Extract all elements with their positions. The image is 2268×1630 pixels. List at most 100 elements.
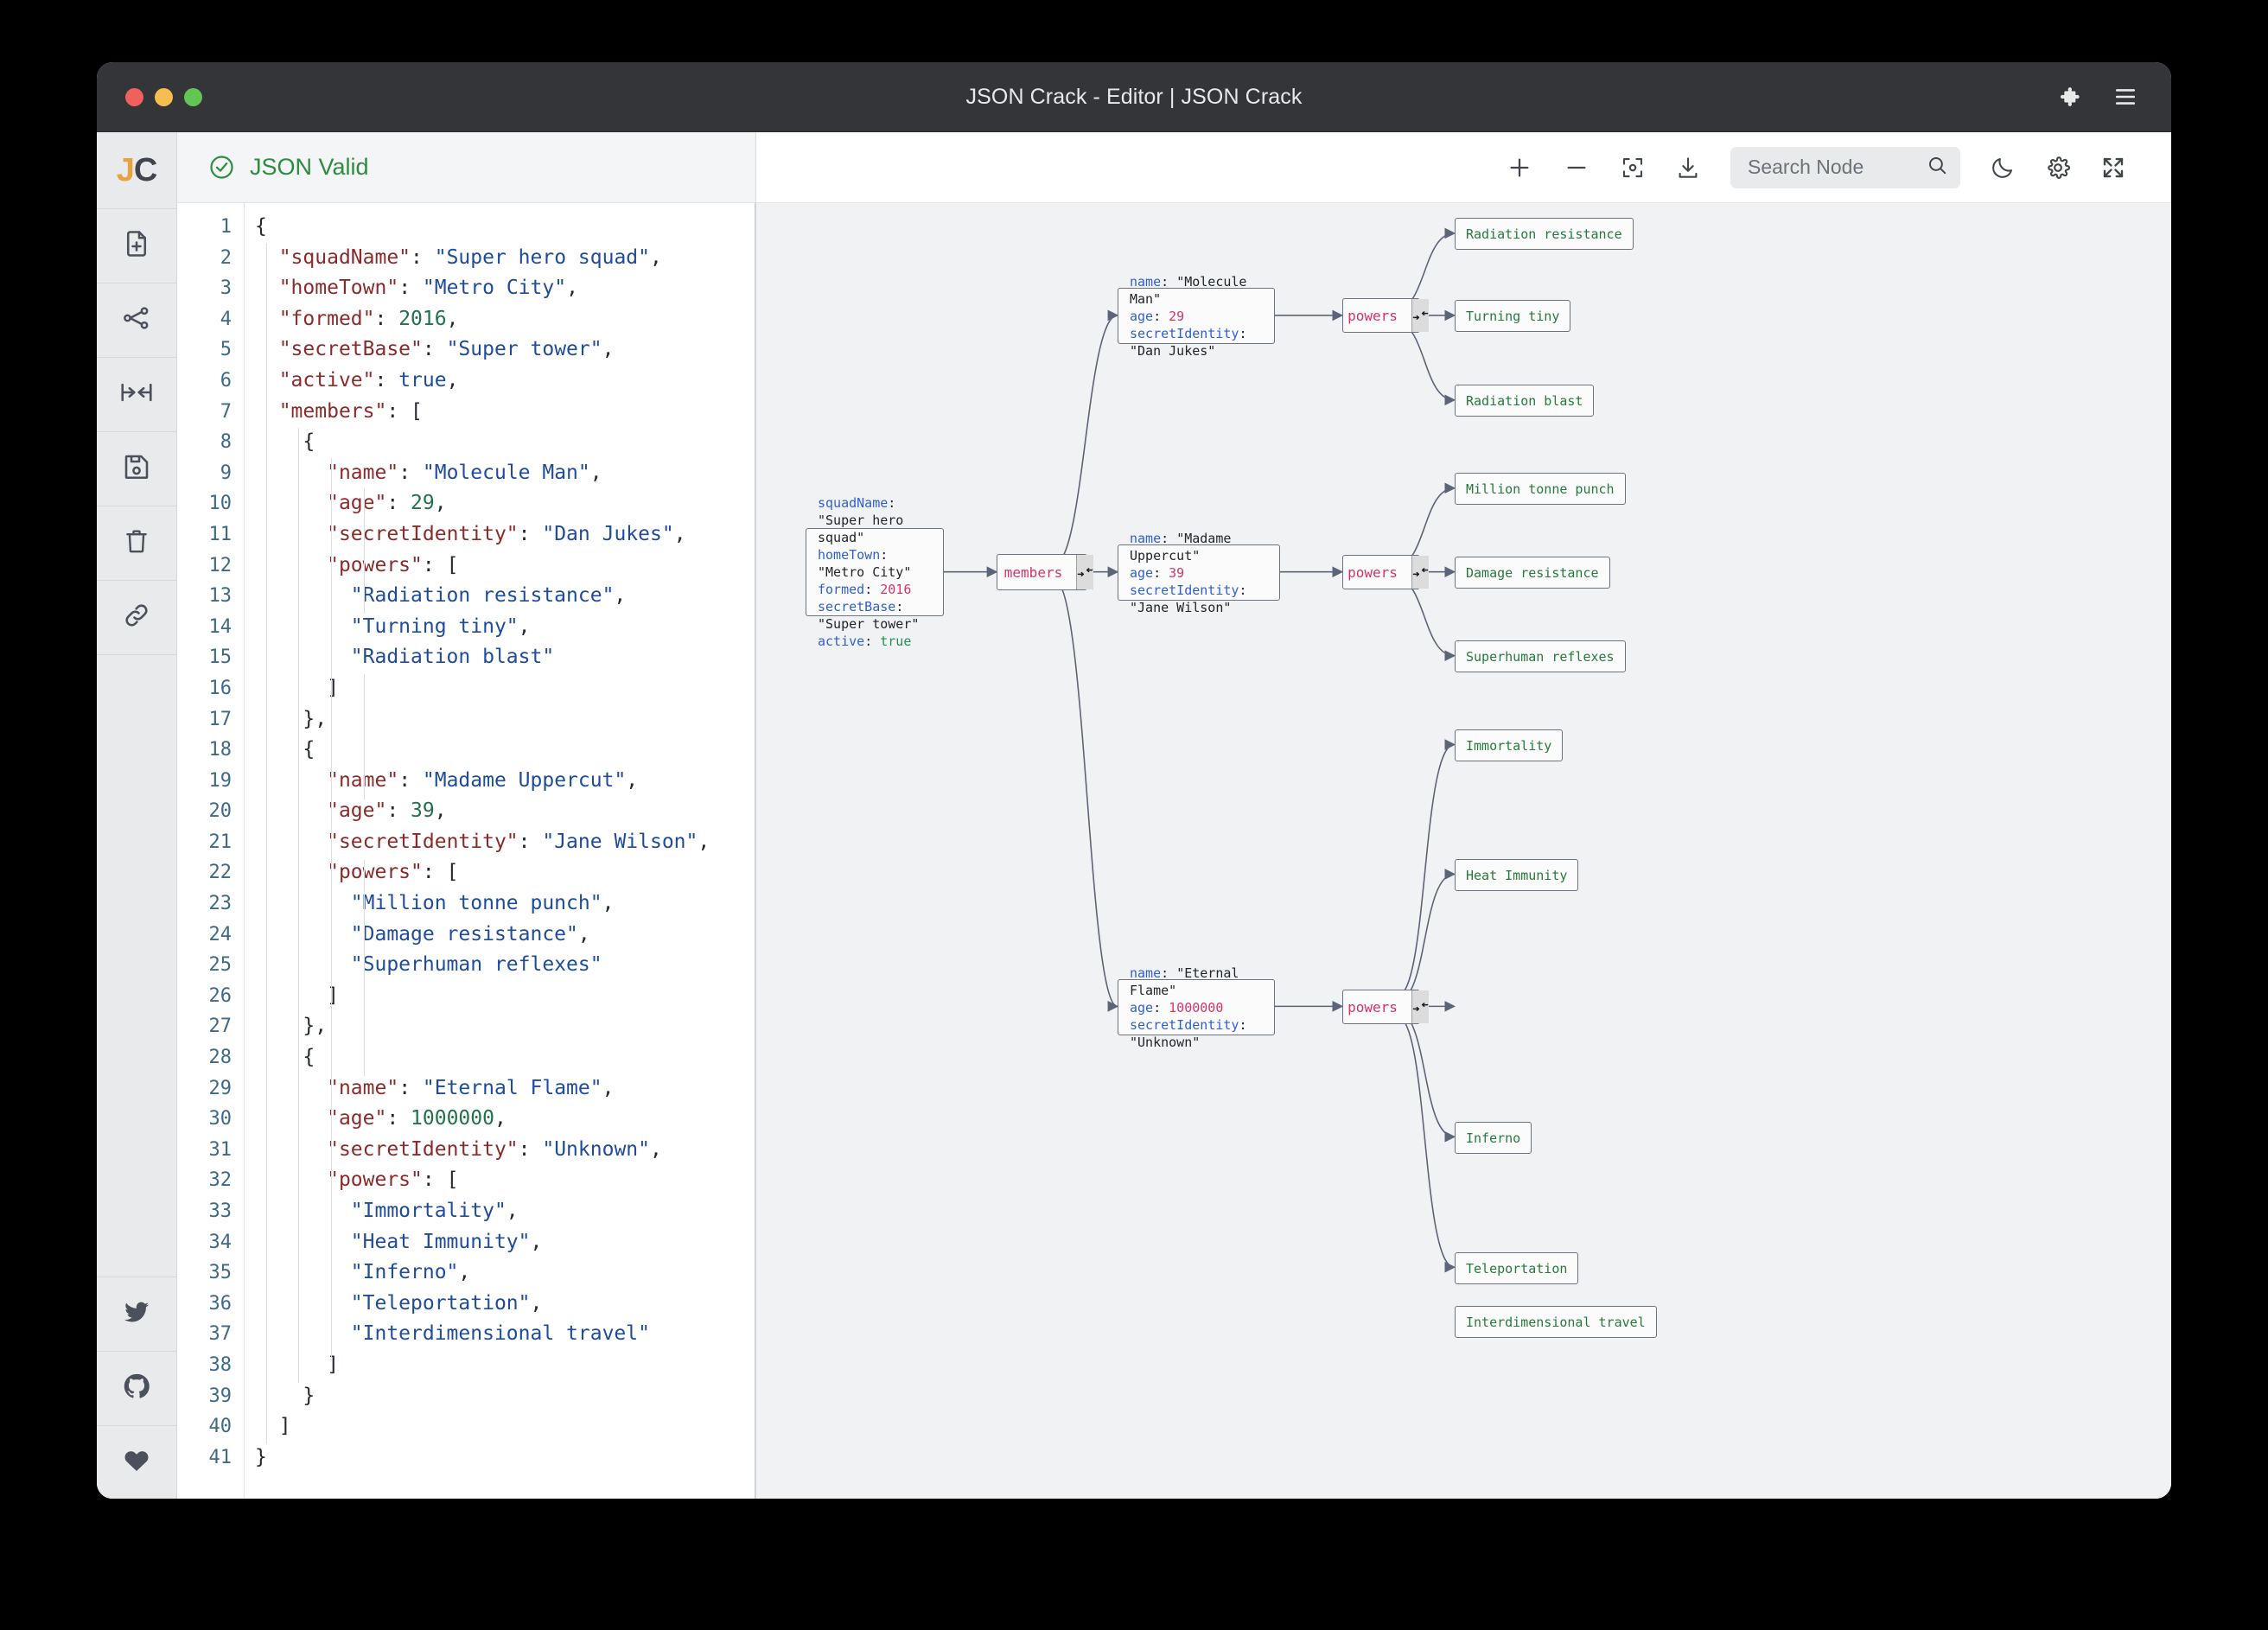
code-line: "homeTown": "Metro City",	[278, 277, 578, 300]
gear-icon[interactable]	[2045, 155, 2071, 181]
graph-leaf-node[interactable]: Turning tiny	[1455, 300, 1571, 332]
hamburger-menu-icon[interactable]	[2114, 87, 2137, 106]
line-number: 21	[208, 831, 233, 853]
line-number: 23	[208, 893, 233, 915]
sidebar-item-new-document[interactable]	[97, 209, 176, 283]
zoom-in-button[interactable]	[1506, 154, 1533, 181]
code-line: {	[255, 215, 267, 238]
sidebar-item-github[interactable]	[97, 1351, 176, 1425]
node-label: powers	[1347, 307, 1398, 324]
line-number: 11	[208, 523, 233, 545]
line-number: 3	[220, 277, 232, 300]
download-icon[interactable]	[1675, 155, 1701, 181]
collapse-toggle-icon[interactable]	[1076, 555, 1094, 589]
node-row: secretIdentity: "Unknown"	[1130, 1016, 1247, 1050]
node-row: name: "Eternal Flame"	[1130, 965, 1239, 998]
sidebar-item-link[interactable]	[97, 581, 176, 655]
code-line: "Inferno",	[350, 1261, 471, 1284]
sidebar-item-save[interactable]	[97, 432, 176, 506]
collapse-toggle-icon[interactable]	[1411, 990, 1429, 1023]
json-validity-label: JSON Valid	[250, 154, 369, 180]
indent-guide	[364, 674, 365, 799]
graph-node-powers-3[interactable]: powers	[1342, 990, 1429, 1024]
code-line: ]	[255, 1353, 339, 1376]
puzzle-icon[interactable]	[2061, 86, 2083, 108]
sidebar-item-support[interactable]	[97, 1425, 176, 1499]
graph-pane: squadName: "Super hero squad" homeTown: …	[756, 132, 2171, 1499]
graph-leaf-node[interactable]: Radiation blast	[1455, 385, 1595, 417]
graph-leaf-node[interactable]: Interdimensional travel	[1455, 1306, 1657, 1338]
graph-node-member-3[interactable]: name: "Eternal Flame" age: 1000000 secre…	[1118, 965, 1275, 1050]
code-line: "powers": [	[327, 1168, 459, 1192]
graph-node-powers-1[interactable]: powers	[1342, 298, 1429, 333]
code-content[interactable]: { "squadName": "Super hero squad", "home…	[245, 203, 755, 1499]
graph-leaf-node[interactable]: Inferno	[1455, 1122, 1532, 1154]
code-line: "squadName": "Super hero squad",	[278, 245, 662, 269]
graph-leaf-node[interactable]: Million tonne punch	[1455, 473, 1626, 505]
sidebar-item-share-graph[interactable]	[97, 283, 176, 358]
code-line: "powers": [	[327, 861, 459, 884]
link-icon	[122, 601, 151, 634]
code-line: ]	[255, 676, 339, 699]
window-title: JSON Crack - Editor | JSON Crack	[965, 84, 1303, 109]
sidebar-item-collapse[interactable]	[97, 358, 176, 432]
graph-leaf-node[interactable]: Superhuman reflexes	[1455, 640, 1626, 672]
line-number: 14	[208, 615, 233, 638]
line-number: 8	[220, 431, 232, 454]
code-line: "age": 29,	[327, 492, 447, 515]
node-row: name: "Molecule Man"	[1130, 273, 1247, 307]
line-number: 39	[208, 1385, 233, 1407]
line-number: 30	[208, 1108, 233, 1130]
search-input[interactable]	[1746, 155, 1919, 180]
graph-leaf-node[interactable]: Damage resistance	[1455, 557, 1610, 589]
line-number: 29	[208, 1077, 233, 1099]
node-row: name: "Madame Uppercut"	[1130, 530, 1232, 563]
line-number: 4	[220, 308, 232, 330]
line-number: 34	[208, 1231, 233, 1253]
code-line: "age": 1000000,	[327, 1107, 506, 1130]
node-label: members	[1003, 563, 1063, 581]
code-line: "Damage resistance",	[350, 922, 590, 946]
code-line: "active": true,	[278, 368, 459, 392]
collapse-toggle-icon[interactable]	[1411, 556, 1429, 589]
line-number: 18	[208, 739, 233, 761]
close-window-button[interactable]	[125, 87, 143, 106]
collapse-toggle-icon[interactable]	[1411, 299, 1429, 332]
indent-guide	[364, 860, 365, 1076]
search-icon[interactable]	[1926, 154, 1948, 181]
focus-center-icon[interactable]	[1620, 155, 1646, 181]
graph-leaf-node[interactable]: Radiation resistance	[1455, 218, 1634, 250]
line-number: 16	[208, 677, 233, 699]
graph-node-root[interactable]: squadName: "Super hero squad" homeTown: …	[806, 495, 944, 649]
moon-icon[interactable]	[1990, 155, 2016, 181]
fullscreen-icon[interactable]	[2100, 155, 2126, 181]
code-line: "Interdimensional travel"	[350, 1322, 650, 1346]
app-window: JSON Crack - Editor | JSON Crack JC	[97, 62, 2171, 1499]
graph-leaf-node[interactable]: Heat Immunity	[1455, 859, 1579, 891]
jsoncrack-logo[interactable]: JC	[97, 132, 176, 209]
code-line: }	[255, 1445, 267, 1468]
line-number: 9	[220, 462, 232, 484]
graph-leaf-node[interactable]: Teleportation	[1455, 1252, 1579, 1284]
code-line: "Superhuman reflexes"	[350, 953, 602, 977]
graph-node-member-1[interactable]: name: "Molecule Man" age: 29 secretIdent…	[1118, 274, 1275, 359]
zoom-out-button[interactable]	[1563, 154, 1590, 181]
node-label: powers	[1347, 563, 1398, 581]
minimize-window-button[interactable]	[155, 87, 173, 106]
json-validity-bar: JSON Valid	[177, 132, 755, 203]
graph-toolbar	[756, 132, 2171, 203]
line-number: 41	[208, 1446, 233, 1468]
graph-node-members[interactable]: members	[997, 554, 1094, 590]
search-node-box[interactable]	[1730, 146, 1960, 188]
graph-leaf-node[interactable]: Immortality	[1455, 729, 1564, 761]
node-row: secretIdentity: "Jane Wilson"	[1130, 582, 1247, 615]
code-line: "members": [	[278, 399, 423, 423]
graph-node-powers-2[interactable]: powers	[1342, 555, 1429, 589]
code-line: "Million tonne punch",	[350, 892, 615, 915]
graph-node-member-2[interactable]: name: "Madame Uppercut" age: 39 secretId…	[1118, 531, 1280, 615]
maximize-window-button[interactable]	[184, 87, 202, 106]
sidebar-item-twitter[interactable]	[97, 1277, 176, 1351]
sidebar-item-delete[interactable]	[97, 506, 176, 581]
graph-canvas[interactable]: squadName: "Super hero squad" homeTown: …	[756, 203, 2171, 1499]
